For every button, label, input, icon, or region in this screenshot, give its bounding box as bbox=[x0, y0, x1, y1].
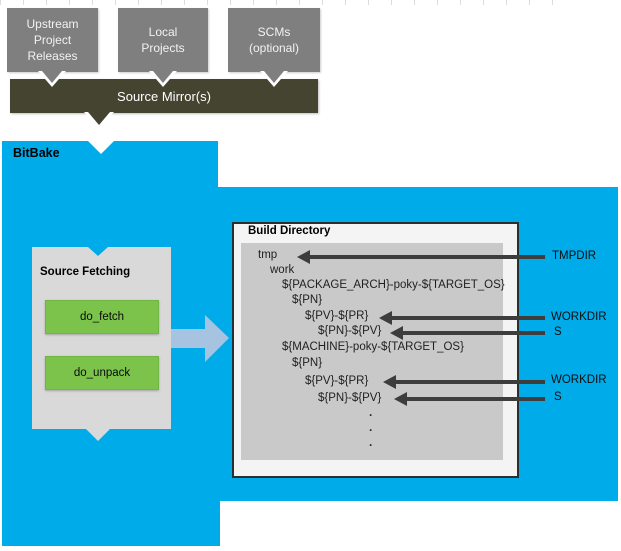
annotation-s: S bbox=[554, 391, 562, 403]
ellipsis-dot: . bbox=[369, 435, 373, 449]
local-projects-label: Local Projects bbox=[141, 25, 185, 55]
tmpdir-pointer-arrow-icon bbox=[297, 250, 545, 264]
upstream-project-releases-box: Upstream Project Releases bbox=[7, 8, 98, 72]
build-directory-title: Build Directory bbox=[248, 225, 331, 237]
workdir-pointer-arrow-icon bbox=[383, 375, 545, 389]
mirror-tail-icon bbox=[88, 112, 110, 125]
do-unpack-label: do_unpack bbox=[73, 367, 131, 379]
s-pointer-arrow-icon bbox=[390, 326, 545, 340]
tree-line-machine: ${MACHINE}-poky-${TARGET_OS} bbox=[282, 341, 464, 353]
tree-line-pn: ${PN} bbox=[292, 294, 323, 306]
callout-tail-icon bbox=[264, 71, 284, 83]
source-mirror-label: Source Mirror(s) bbox=[117, 88, 211, 104]
tree-line-pn-pv: ${PN}-${PV} bbox=[318, 325, 382, 337]
callout-tail-icon bbox=[42, 71, 62, 83]
tree-line-pn-pv: ${PN}-${PV} bbox=[318, 392, 382, 404]
do-fetch-task: do_fetch bbox=[45, 300, 159, 334]
workdir-pointer-arrow-icon bbox=[379, 311, 545, 325]
scms-optional-label: SCMs (optional) bbox=[248, 25, 300, 55]
annotation-workdir: WORKDIR bbox=[551, 311, 607, 323]
tree-line-tmp: tmp bbox=[258, 249, 278, 261]
annotation-workdir: WORKDIR bbox=[551, 374, 607, 386]
scms-optional-box: SCMs (optional) bbox=[228, 8, 320, 72]
tree-line-work: work bbox=[270, 264, 295, 276]
annotation-s: S bbox=[554, 326, 562, 338]
callout-tail-icon bbox=[153, 71, 173, 83]
directory-tree-panel bbox=[241, 243, 503, 460]
do-fetch-label: do_fetch bbox=[79, 311, 125, 323]
local-projects-box: Local Projects bbox=[118, 8, 208, 72]
source-fetching-title: Source Fetching bbox=[40, 266, 131, 278]
s-pointer-arrow-icon bbox=[394, 392, 545, 406]
ellipsis-dot: . bbox=[369, 420, 373, 434]
do-unpack-task: do_unpack bbox=[45, 356, 159, 390]
ellipsis-dot: . bbox=[369, 405, 373, 419]
source-fetching-box bbox=[32, 247, 171, 429]
upstream-project-releases-label: Upstream Project Releases bbox=[26, 17, 79, 63]
source-fetching-tail-icon bbox=[85, 428, 111, 441]
tree-line-pv-pr: ${PV}-${PR} bbox=[305, 375, 369, 387]
annotation-tmpdir: TMPDIR bbox=[552, 250, 597, 262]
tree-line-package-arch: ${PACKAGE_ARCH}-poky-${TARGET_OS} bbox=[282, 279, 505, 291]
tree-line-pv-pr: ${PV}-${PR} bbox=[305, 310, 369, 322]
bitbake-label: BitBake bbox=[13, 146, 60, 160]
ruler-ticks bbox=[0, 0, 560, 5]
tree-line-pn: ${PN} bbox=[292, 357, 323, 369]
